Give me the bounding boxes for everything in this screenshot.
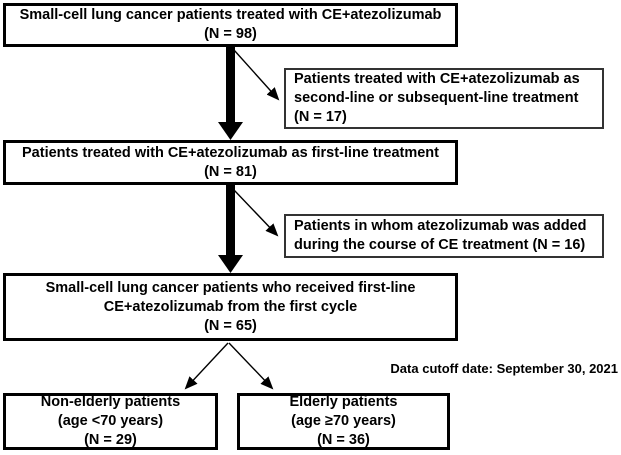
box-text-line: (age <70 years) bbox=[57, 413, 164, 429]
box-text-line: (age ≥70 years) bbox=[291, 413, 396, 429]
box-text-line: Small-cell lung cancer patients treated … bbox=[19, 7, 442, 23]
box-text-line: (N = 65) bbox=[204, 317, 257, 334]
thick-arrow-box1-box2 bbox=[218, 47, 243, 140]
box-text-line: (N = 17) bbox=[294, 109, 347, 125]
data-cutoff-note: Data cutoff date: September 30, 2021 bbox=[390, 361, 618, 376]
box-text-line: (N = 98) bbox=[204, 26, 257, 42]
box-text-line: (N = 29) bbox=[84, 432, 137, 448]
box-text-line: Patients treated with CE+atezolizumab as… bbox=[22, 144, 439, 161]
split-arrow-non-elderly bbox=[184, 342, 229, 390]
box-text-line: second-line or subsequent-line treatment bbox=[294, 90, 579, 106]
box-text-line: during the course of CE treatment (N = 1… bbox=[294, 237, 586, 253]
box-text-line: CE+atezolizumab from the first cycle bbox=[103, 298, 358, 315]
subgroup-box-elderly: Elderly patients (age ≥70 years) (N = 36… bbox=[237, 393, 450, 450]
box-text-line: Small-cell lung cancer patients who rece… bbox=[45, 279, 416, 296]
thin-arrow-exclusion2 bbox=[233, 189, 279, 237]
flow-box-all-patients: Small-cell lung cancer patients treated … bbox=[3, 3, 458, 47]
box-text-line: (N = 81) bbox=[204, 163, 257, 180]
box-text-line: Patients treated with CE+atezolizumab as bbox=[294, 71, 580, 87]
exclusion-box-second-line: Patients treated with CE+atezolizumab as… bbox=[284, 68, 604, 129]
flow-box-first-cycle: Small-cell lung cancer patients who rece… bbox=[3, 273, 458, 341]
flow-box-first-line: Patients treated with CE+atezolizumab as… bbox=[3, 140, 458, 185]
box-text-line: Non-elderly patients bbox=[40, 394, 181, 410]
box-text-line: Elderly patients bbox=[289, 394, 398, 410]
split-arrow-elderly bbox=[228, 342, 274, 390]
box-text-line: (N = 36) bbox=[317, 432, 370, 448]
exclusion-box-atezolizumab-added: Patients in whom atezolizumab was added … bbox=[284, 214, 604, 258]
subgroup-box-non-elderly: Non-elderly patients (age <70 years) (N … bbox=[3, 393, 218, 450]
box-text-line: Patients in whom atezolizumab was added bbox=[294, 218, 587, 234]
thin-arrow-exclusion1 bbox=[233, 49, 280, 101]
thick-arrow-box2-box3 bbox=[218, 185, 243, 273]
